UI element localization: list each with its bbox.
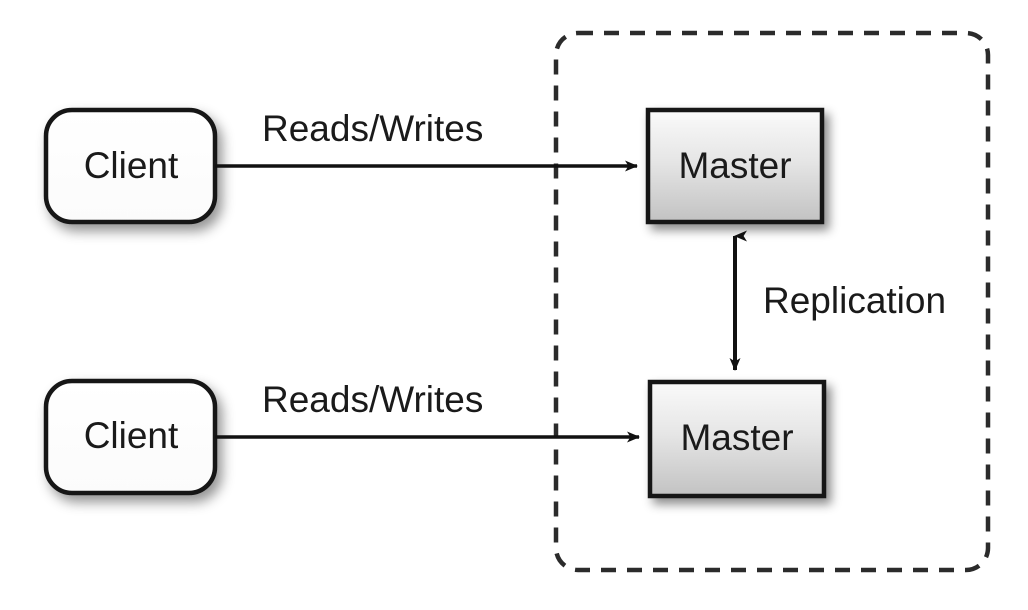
- client-bottom-label: Client: [84, 415, 179, 456]
- master-bottom-shape: [647, 379, 827, 499]
- replication-cluster-boundary: [553, 30, 991, 573]
- client-bottom-node[interactable]: Client: [43, 378, 218, 496]
- master-bottom-node[interactable]: Master: [647, 379, 827, 499]
- master-top-shape: [645, 107, 825, 225]
- master-bottom-label: Master: [680, 417, 793, 458]
- edge-label-reads-writes-top: Reads/Writes: [262, 108, 483, 149]
- client-top-label: Client: [84, 145, 179, 186]
- master-top-label: Master: [678, 145, 791, 186]
- client-top-node[interactable]: Client: [43, 107, 218, 225]
- edge-label-replication: Replication: [763, 280, 946, 321]
- edge-label-reads-writes-bottom: Reads/Writes: [262, 379, 483, 420]
- master-top-node[interactable]: Master: [645, 107, 825, 225]
